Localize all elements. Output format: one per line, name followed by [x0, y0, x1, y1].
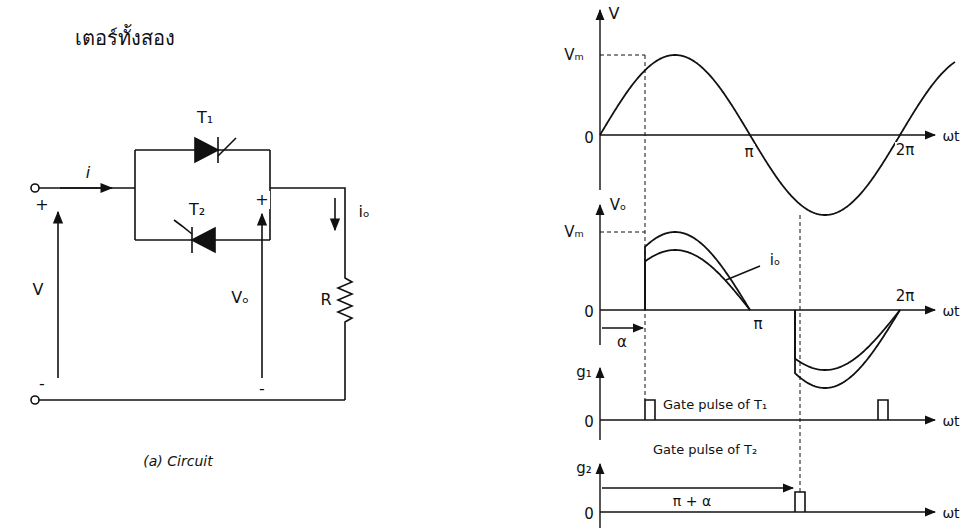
origin-label: 0 [583, 304, 595, 321]
resistor-symbol [338, 272, 352, 400]
angle-label: α [616, 334, 628, 351]
voltage-arrow [261, 214, 263, 378]
current-arrow [60, 187, 112, 189]
wire [270, 188, 345, 272]
wire [218, 149, 270, 151]
leader-line [726, 266, 760, 280]
axis-label: ωt [941, 414, 960, 429]
thyristor-symbol [195, 137, 236, 163]
thyristor-symbol [174, 220, 215, 253]
waveforms [600, 55, 955, 388]
current-arrow [334, 198, 336, 230]
axis-label: g₂ [575, 460, 593, 477]
axis-label: g₁ [575, 364, 593, 381]
origin-label: 0 [583, 130, 595, 147]
resistor-label: R [319, 291, 332, 309]
page-text: เตอร์ทั้งสอง [74, 27, 176, 49]
angle-label: π + α [672, 494, 712, 509]
output-voltage [795, 310, 900, 388]
voltage-arrow [57, 212, 59, 378]
circuit [31, 137, 352, 404]
wire [135, 239, 192, 241]
terminal [31, 184, 39, 192]
guide-lines [600, 55, 800, 492]
tick-label: 2π [895, 288, 916, 305]
axis-label: ωt [941, 129, 960, 144]
pulse-label: Gate pulse of T₂ [652, 443, 758, 457]
amplitude-label: Vₘ [563, 224, 585, 241]
polarity-sign: + [254, 191, 269, 209]
curve-label: iₒ [769, 252, 781, 269]
gate-pulses [645, 400, 888, 512]
wire [39, 187, 135, 189]
output-voltage [645, 232, 750, 310]
wire [134, 150, 136, 240]
voltage-label: V [32, 281, 45, 299]
wire [39, 399, 345, 401]
amplitude-label: Vₘ [563, 47, 585, 64]
axis-label: V [608, 5, 621, 23]
axis-label: ωt [941, 506, 960, 521]
origin-label: 0 [583, 414, 595, 431]
current-label: iₒ [357, 203, 370, 221]
tick-label: π [743, 144, 754, 161]
polarity-sign: + [34, 196, 49, 214]
origin-label: 0 [583, 506, 595, 523]
axes [600, 10, 935, 528]
axis-label: Vₒ [609, 197, 627, 214]
output-current [795, 310, 900, 370]
terminal [31, 396, 39, 404]
supply-sine [600, 55, 955, 215]
voltage-label: Vₒ [230, 289, 250, 307]
thyristor-label: T₁ [196, 109, 214, 127]
axis-label: ωt [941, 304, 960, 319]
polarity-sign: - [258, 380, 266, 398]
figure-caption: (a) Circuit [142, 454, 213, 469]
tick-label: π [752, 316, 763, 333]
thyristor-label: T₂ [188, 201, 206, 219]
pulse-label: Gate pulse of T₁ [662, 398, 768, 412]
wire [135, 149, 195, 151]
output-current [645, 250, 750, 310]
current-label: i [85, 164, 91, 182]
tick-label: 2π [895, 142, 916, 159]
polarity-sign: - [38, 375, 46, 393]
